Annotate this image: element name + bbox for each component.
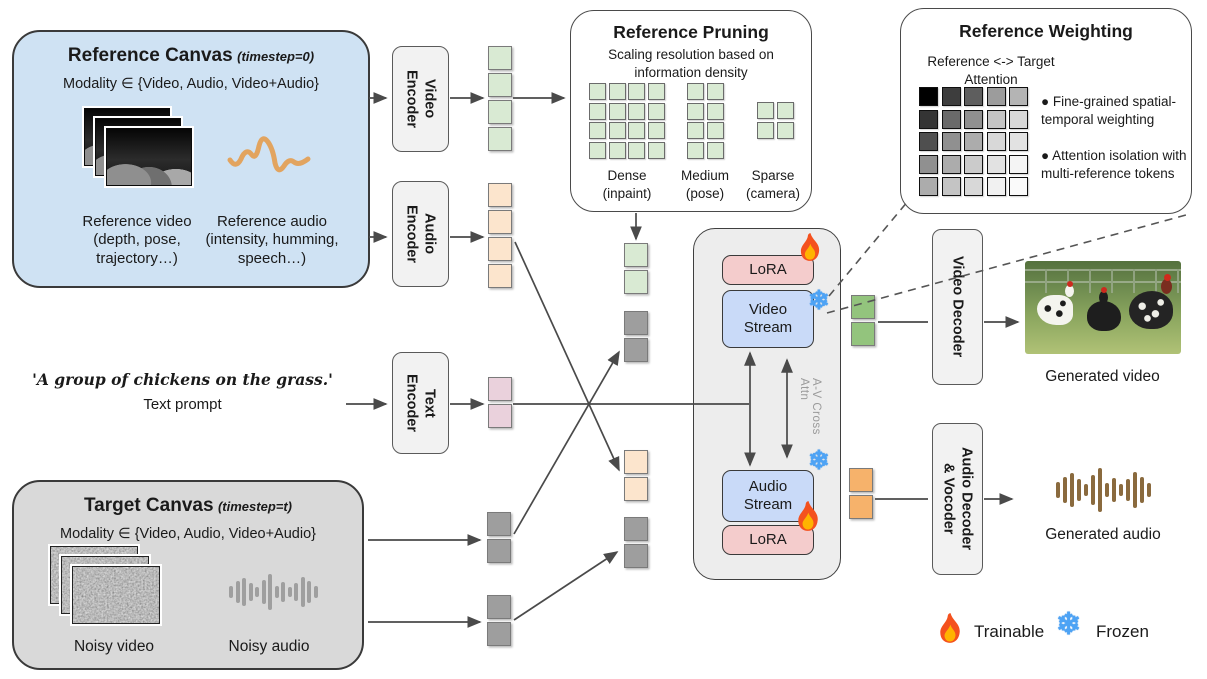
sparse-label: Sparse (camera) [745, 168, 800, 201]
reference-video-caption: Reference video (depth, pose, trajectory… [82, 213, 192, 267]
reference-audio-stream-tokens [624, 450, 648, 501]
text-encoder-box: Text Encoder [392, 352, 449, 454]
snowflake-icon: ❄ [808, 445, 830, 475]
lora-bottom-chip: LoRA [722, 525, 814, 555]
legend-frozen-label: Frozen [1096, 622, 1149, 641]
reference-canvas-modality: Modality ∈ {Video, Audio, Video+Audio} [63, 76, 319, 92]
reference-video-thumbnails [84, 108, 216, 210]
rooster-head [1161, 279, 1172, 294]
depth-frame-icon [106, 128, 192, 186]
target-video-stream-tokens [624, 311, 648, 362]
video-encoder-box: Video Encoder [392, 46, 449, 152]
reference-weighting-title: Reference Weighting [959, 21, 1133, 41]
target-audio-stream-tokens [624, 517, 648, 568]
target-canvas-panel: Target Canvas (timestep=t) Modality ∈ {V… [12, 480, 364, 670]
rooster-graphic [1129, 291, 1173, 329]
attention-weight-grid [919, 87, 1028, 196]
reference-weighting-panel: Reference Weighting Reference <-> Target… [900, 8, 1192, 214]
noisy-audio-caption: Noisy audio [228, 638, 310, 655]
dense-label: Dense (inpaint) [602, 168, 652, 201]
reference-pruning-subtitle: Scaling resolution based on information … [608, 47, 774, 80]
reference-audio-tokens [488, 183, 512, 288]
dense-token-grid [589, 83, 665, 159]
generated-audio-waveform-icon [1052, 466, 1154, 514]
text-tokens [488, 377, 512, 428]
chicken-comb [1101, 287, 1107, 293]
noisy-video-caption: Noisy video [73, 638, 155, 655]
attention-label: Reference <-> Target Attention [927, 54, 1055, 87]
reference-canvas-panel: Reference Canvas (timestep=0) Modality ∈… [12, 30, 370, 288]
reference-audio-waveform-icon [227, 136, 311, 173]
noisy-audio-tokens [487, 595, 511, 646]
black-chicken-graphic [1087, 301, 1121, 331]
text-prompt-label: Text prompt [143, 396, 222, 413]
audio-encoder-box: Audio Encoder [392, 181, 449, 287]
noise-frame-icon [72, 566, 160, 624]
noisy-audio-waveform-icon [226, 570, 321, 614]
output-audio-tokens [849, 468, 873, 519]
medium-token-grid [687, 83, 724, 159]
reference-video-tokens [488, 46, 512, 151]
generated-video-label: Generated video [1045, 368, 1160, 385]
audio-decoder-vocoder-box: Audio Decoder & Vocoder [932, 423, 983, 575]
reference-canvas-title: Reference Canvas (timestep=0) [14, 45, 368, 67]
chicken-comb [1067, 281, 1073, 287]
sparse-token-grid [757, 102, 794, 139]
text-prompt: 'A group of chickens on the grass.' [32, 370, 333, 389]
fire-icon [798, 501, 818, 531]
output-video-tokens [851, 295, 875, 346]
fire-icon [940, 613, 960, 643]
medium-label: Medium (pose) [680, 168, 729, 201]
video-stream-chip: Video Stream [722, 290, 814, 348]
weighting-bullet-1: ● Fine-grained spatial-temporal weightin… [1041, 94, 1176, 127]
fire-icon [800, 233, 820, 261]
pruned-video-tokens [624, 243, 648, 294]
weighting-bullet-2: ● Attention isolation with multi-referen… [1041, 148, 1187, 181]
reference-audio-caption: Reference audio (intensity, humming, spe… [205, 213, 339, 267]
snowflake-icon: ❄ [808, 285, 830, 315]
audio-stream-chip: Audio Stream [722, 470, 814, 522]
reference-pruning-panel: Reference Pruning Scaling resolution bas… [570, 10, 812, 212]
snowflake-icon: ❄ [1056, 608, 1082, 641]
white-chicken-graphic [1037, 295, 1073, 325]
target-canvas-title-text: Target Canvas [83, 495, 214, 516]
lora-top-chip: LoRA [722, 255, 814, 285]
generated-video-thumbnail [1025, 261, 1181, 354]
reference-canvas-title-text: Reference Canvas [67, 45, 233, 66]
target-canvas-title: Target Canvas (timestep=t) [14, 495, 362, 517]
target-canvas-modality: Modality ∈ {Video, Audio, Video+Audio} [60, 526, 316, 542]
reference-canvas-timestep: (timestep=0) [237, 49, 315, 64]
noisy-video-thumbnails [50, 546, 182, 636]
reference-pruning-title: Reference Pruning [613, 22, 769, 42]
generated-audio-label: Generated audio [1045, 526, 1161, 543]
target-canvas-timestep: (timestep=t) [217, 499, 293, 514]
chicken-comb [1164, 274, 1171, 281]
video-decoder-box: Video Decoder [932, 229, 983, 385]
noisy-video-tokens [487, 512, 511, 563]
av-cross-attn-label: A-V Cross Attn [798, 378, 822, 435]
legend-trainable-label: Trainable [974, 622, 1045, 641]
